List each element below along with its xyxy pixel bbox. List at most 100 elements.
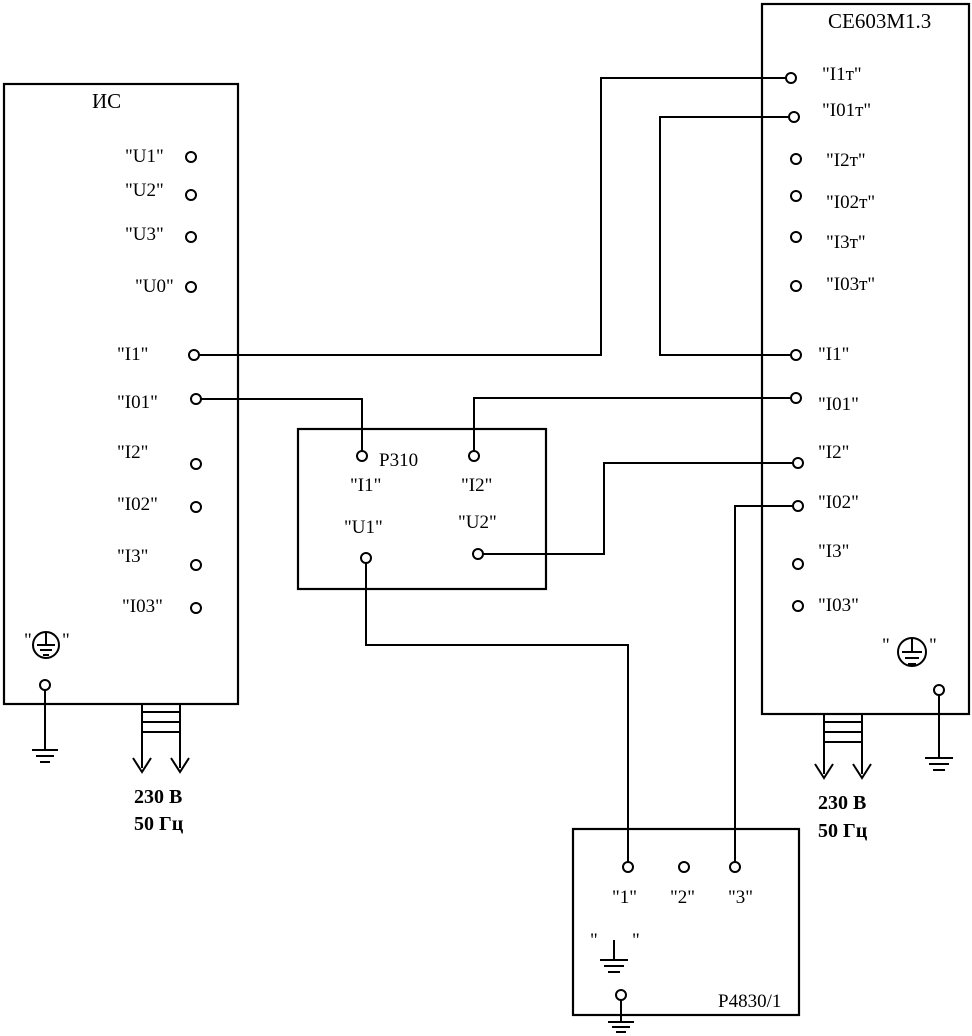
p4830-ground-quote-close: " bbox=[632, 930, 640, 951]
p4830-title: Р4830/1 bbox=[718, 991, 781, 1012]
is-terminal-u2[interactable] bbox=[185, 189, 197, 201]
ce-terminal-i1t-label: "I1т" bbox=[822, 64, 862, 85]
p310-terminal-i1[interactable] bbox=[356, 450, 368, 462]
ce-terminal-i3t[interactable] bbox=[790, 231, 802, 243]
p4830-ground-quote-open: " bbox=[590, 930, 598, 951]
ce-terminal-i3t-label: "I3т" bbox=[826, 232, 866, 253]
p310-terminal-u2-label: "U2" bbox=[458, 512, 497, 533]
is-terminal-u3[interactable] bbox=[185, 231, 197, 243]
ce-terminal-i03t[interactable] bbox=[790, 280, 802, 292]
ce-power-frequency: 50 Гц bbox=[818, 820, 868, 842]
ce-terminal-i2[interactable] bbox=[792, 457, 804, 469]
p310-terminal-i2-label: "I2" bbox=[461, 475, 492, 496]
protective-earth-icon bbox=[897, 637, 927, 667]
ce-terminal-i1t[interactable] bbox=[785, 72, 797, 84]
is-terminal-i01[interactable] bbox=[190, 393, 202, 405]
is-terminal-i1[interactable] bbox=[188, 349, 200, 361]
wire-ce-i01t-to-ce-i1 bbox=[659, 116, 791, 356]
ce-terminal-i02-label: "I02" bbox=[818, 492, 859, 513]
is-terminal-i3-label: "I3" bbox=[117, 546, 148, 567]
ce-ground-quote-close: " bbox=[929, 635, 937, 656]
ce-terminal-i03[interactable] bbox=[792, 600, 804, 612]
ce-terminal-i1[interactable] bbox=[790, 349, 802, 361]
ground-icon bbox=[600, 940, 628, 973]
p310-terminal-u1[interactable] bbox=[360, 552, 372, 564]
is-terminal-i03[interactable] bbox=[190, 602, 202, 614]
is-terminal-u0-label: "U0" bbox=[135, 276, 174, 297]
protective-earth-icon bbox=[32, 631, 60, 659]
is-ground-quote-open: " bbox=[24, 630, 32, 651]
p4830-enclosure bbox=[571, 827, 801, 1017]
ce-terminal-i2-label: "I2" bbox=[818, 442, 849, 463]
ce-ground-terminal[interactable] bbox=[933, 684, 945, 696]
device-is: ИС "U1" "U2" "U3" "U0" "I1" "I01" "I2" "… bbox=[2, 82, 240, 835]
device-p4830: "1" "2" "3" " " Р4830/1 bbox=[571, 827, 801, 1033]
wire-is-i1-to-ce-i1t bbox=[199, 77, 786, 356]
p310-terminal-i1-label: "I1" bbox=[350, 475, 381, 496]
p4830-terminal-3-label: "3" bbox=[728, 887, 753, 908]
ce-title: СЕ603М1.3 bbox=[828, 9, 931, 33]
ce-terminal-i02[interactable] bbox=[792, 500, 804, 512]
is-power-frequency: 50 Гц bbox=[134, 813, 184, 835]
p310-terminal-u1-label: "U1" bbox=[344, 517, 383, 538]
wire-p310-u1-to-p4830-1 bbox=[365, 563, 629, 862]
ce-terminal-i3[interactable] bbox=[792, 558, 804, 570]
p4830-terminal-2-label: "2" bbox=[670, 887, 695, 908]
ce-terminal-i2t-label: "I2т" bbox=[826, 150, 866, 171]
is-title: ИС bbox=[92, 89, 121, 113]
ce-terminal-i3-label: "I3" bbox=[818, 541, 849, 562]
is-terminal-u2-label: "U2" bbox=[125, 180, 164, 201]
ce-terminal-i02t-label: "I02т" bbox=[826, 192, 875, 213]
p310-title: Р310 bbox=[379, 450, 418, 471]
p4830-terminal-1-label: "1" bbox=[612, 887, 637, 908]
wires bbox=[199, 77, 793, 862]
ce-terminal-i01-label: "I01" bbox=[818, 394, 859, 415]
wire-p310-u2-to-ce-i2 bbox=[483, 462, 793, 555]
ground-icon bbox=[608, 1021, 634, 1033]
ground-icon bbox=[32, 749, 58, 763]
is-power-voltage: 230 В bbox=[134, 786, 182, 808]
p310-terminal-u2[interactable] bbox=[472, 548, 484, 560]
is-ground-quote-close: " bbox=[62, 630, 70, 651]
is-terminal-i02[interactable] bbox=[190, 501, 202, 513]
ce-terminal-i01t[interactable] bbox=[788, 111, 800, 123]
p310-terminal-i2[interactable] bbox=[468, 450, 480, 462]
ce-terminal-i01t-label: "I01т" bbox=[822, 100, 871, 121]
is-ground-terminal[interactable] bbox=[39, 679, 51, 691]
ce-power-voltage: 230 В bbox=[818, 792, 866, 814]
is-terminal-i2-label: "I2" bbox=[117, 442, 148, 463]
wire-p310-i2-to-ce-i01 bbox=[473, 397, 791, 451]
ce-terminal-i01[interactable] bbox=[790, 392, 802, 404]
p4830-terminal-1[interactable] bbox=[622, 861, 634, 873]
device-ce603: СЕ603М1.3 "I1т" "I01т" "I2т" "I02т" "I3т… bbox=[760, 2, 971, 842]
is-enclosure bbox=[2, 82, 240, 706]
ce-ground-quote-open: " bbox=[882, 635, 890, 656]
is-terminal-i02-label: "I02" bbox=[117, 494, 158, 515]
is-terminal-u1[interactable] bbox=[185, 151, 197, 163]
wire-is-i01-to-p310-i1 bbox=[201, 398, 363, 451]
p4830-terminal-3[interactable] bbox=[729, 861, 741, 873]
wire-ce-i02-to-p4830-3 bbox=[734, 505, 793, 862]
device-p310: Р310 "I1" "I2" "U1" "U2" bbox=[296, 427, 548, 591]
ce-terminal-i03-label: "I03" bbox=[818, 595, 859, 616]
p310-enclosure bbox=[296, 427, 548, 591]
p4830-terminal-2[interactable] bbox=[678, 861, 690, 873]
is-terminal-u0[interactable] bbox=[185, 281, 197, 293]
ce-terminal-i2t[interactable] bbox=[790, 153, 802, 165]
ce-terminal-i02t[interactable] bbox=[790, 190, 802, 202]
ce-terminal-i1-label: "I1" bbox=[818, 344, 849, 365]
is-terminal-i3[interactable] bbox=[190, 559, 202, 571]
is-terminal-i03-label: "I03" bbox=[122, 596, 163, 617]
ce-enclosure bbox=[760, 2, 971, 716]
is-terminal-i01-label: "I01" bbox=[117, 392, 158, 413]
mains-plug-icon bbox=[132, 704, 190, 774]
p4830-ground-terminal[interactable] bbox=[615, 989, 627, 1001]
is-terminal-i1-label: "I1" bbox=[117, 344, 148, 365]
is-terminal-i2[interactable] bbox=[190, 458, 202, 470]
ce-terminal-i03t-label: "I03т" bbox=[826, 274, 875, 295]
is-terminal-u1-label: "U1" bbox=[125, 146, 164, 167]
ground-icon bbox=[925, 757, 953, 771]
mains-plug-icon bbox=[814, 714, 872, 780]
